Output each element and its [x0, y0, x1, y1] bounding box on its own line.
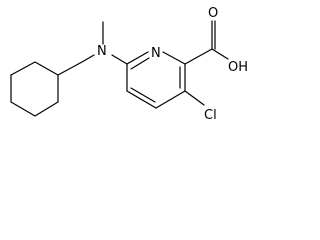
ring-nitrogen-label: N	[151, 46, 161, 61]
double-bond-inner	[130, 57, 150, 70]
double-bond-inner	[130, 87, 156, 103]
chlorine-bond	[184, 90, 205, 106]
carboxylic-acid-bonds	[184, 20, 229, 65]
chlorine-label: Cl	[204, 108, 217, 123]
oxygen-label: O	[208, 6, 218, 21]
bond	[184, 90, 205, 106]
cyclohexane-ring	[10, 61, 83, 117]
bond	[126, 90, 157, 109]
hydroxyl-label: OH	[228, 60, 248, 75]
bond	[81, 54, 95, 63]
bond	[111, 54, 128, 65]
bond	[211, 48, 229, 60]
bond	[126, 51, 149, 65]
pyridine-ring	[126, 51, 186, 109]
bond	[155, 90, 186, 109]
bond	[10, 61, 36, 76]
bond	[184, 48, 213, 65]
bond	[10, 101, 36, 117]
bond	[162, 51, 186, 65]
amine-bonds	[81, 21, 128, 65]
bond	[57, 61, 83, 76]
bond	[34, 61, 59, 76]
chemical-structure-diagram: N N OH O Cl	[10, 6, 248, 123]
amine-nitrogen-label: N	[97, 44, 107, 59]
bond	[34, 101, 59, 117]
